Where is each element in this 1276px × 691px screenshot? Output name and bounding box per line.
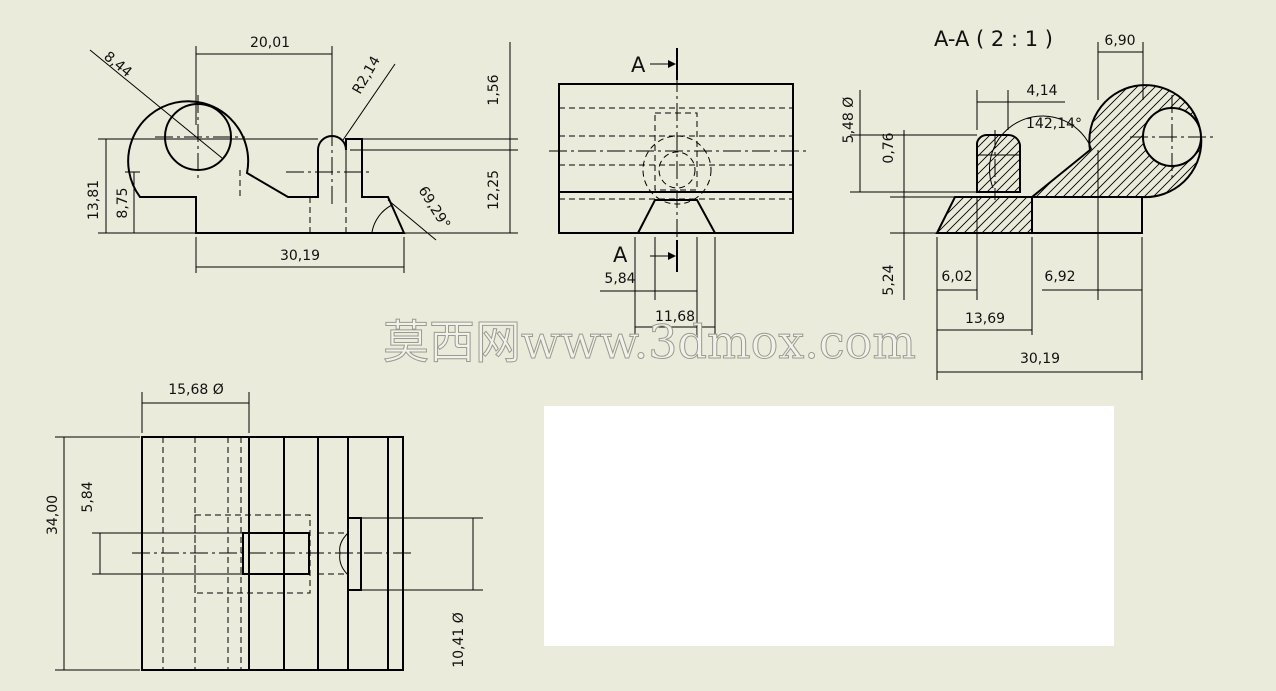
watermark: 莫西网www.3dmox.com [383, 315, 916, 369]
dim-cone-width: 11,68 [655, 309, 695, 325]
dim-right-height: 12,25 [486, 170, 502, 210]
dim-slot-height: 8,75 [115, 187, 131, 218]
dim-bore-dia: 15,68 Ø [168, 382, 224, 398]
front-view: 20,01 8,44 R2,14 1,56 12,25 13,81 8,75 6… [86, 35, 518, 273]
dim-right-width: 6,90 [1104, 33, 1135, 49]
dim-pin-len: 4,14 [1026, 83, 1057, 99]
dim-base-width: 30,19 [280, 248, 320, 264]
dim-angle-section: 142,14° [1026, 116, 1082, 132]
dim-gap: 0,76 [881, 132, 897, 163]
section-label-top: A [631, 53, 646, 77]
dim-hole-dia: 10,41 Ø [451, 612, 467, 668]
section-title: A-A ( 2 : 1 ) [934, 27, 1053, 51]
dim-fillet-radius: R2,14 [350, 53, 384, 97]
front-view-outline [127, 95, 406, 234]
dim-side-height: 34,00 [45, 495, 61, 535]
dim-total-width-section: 30,19 [1020, 351, 1060, 367]
dim-pin-dia: 5,48 Ø [841, 97, 857, 144]
section-view: A-A ( 2 : 1 ) 6,90 4,14 142,14° 5,48 Ø 0… [841, 27, 1215, 380]
top-view: A A 5,84 11,68 [549, 48, 806, 335]
dim-slot-width: 5,84 [604, 271, 635, 287]
section-label-bottom: A [613, 243, 628, 267]
dim-top-width: 20,01 [250, 35, 290, 51]
dim-angle: 69,29° [415, 184, 454, 232]
dim-total-height: 13,81 [86, 180, 102, 220]
side-view: 15,68 Ø 34,00 5,84 10,41 Ø [45, 382, 483, 671]
dim-top-offset: 1,56 [486, 74, 502, 105]
dim-right-flat: 6,92 [1044, 269, 1075, 285]
front-view-dimensions: 20,01 8,44 R2,14 1,56 12,25 13,81 8,75 6… [86, 35, 518, 273]
dim-step-width: 13,69 [965, 311, 1005, 327]
blank-panel [544, 406, 1114, 646]
dim-side-slot: 5,84 [80, 481, 96, 512]
dim-left-flat: 6,02 [941, 269, 972, 285]
dim-base-height: 5,24 [881, 264, 897, 295]
dim-circle-dia: 8,44 [100, 49, 134, 81]
